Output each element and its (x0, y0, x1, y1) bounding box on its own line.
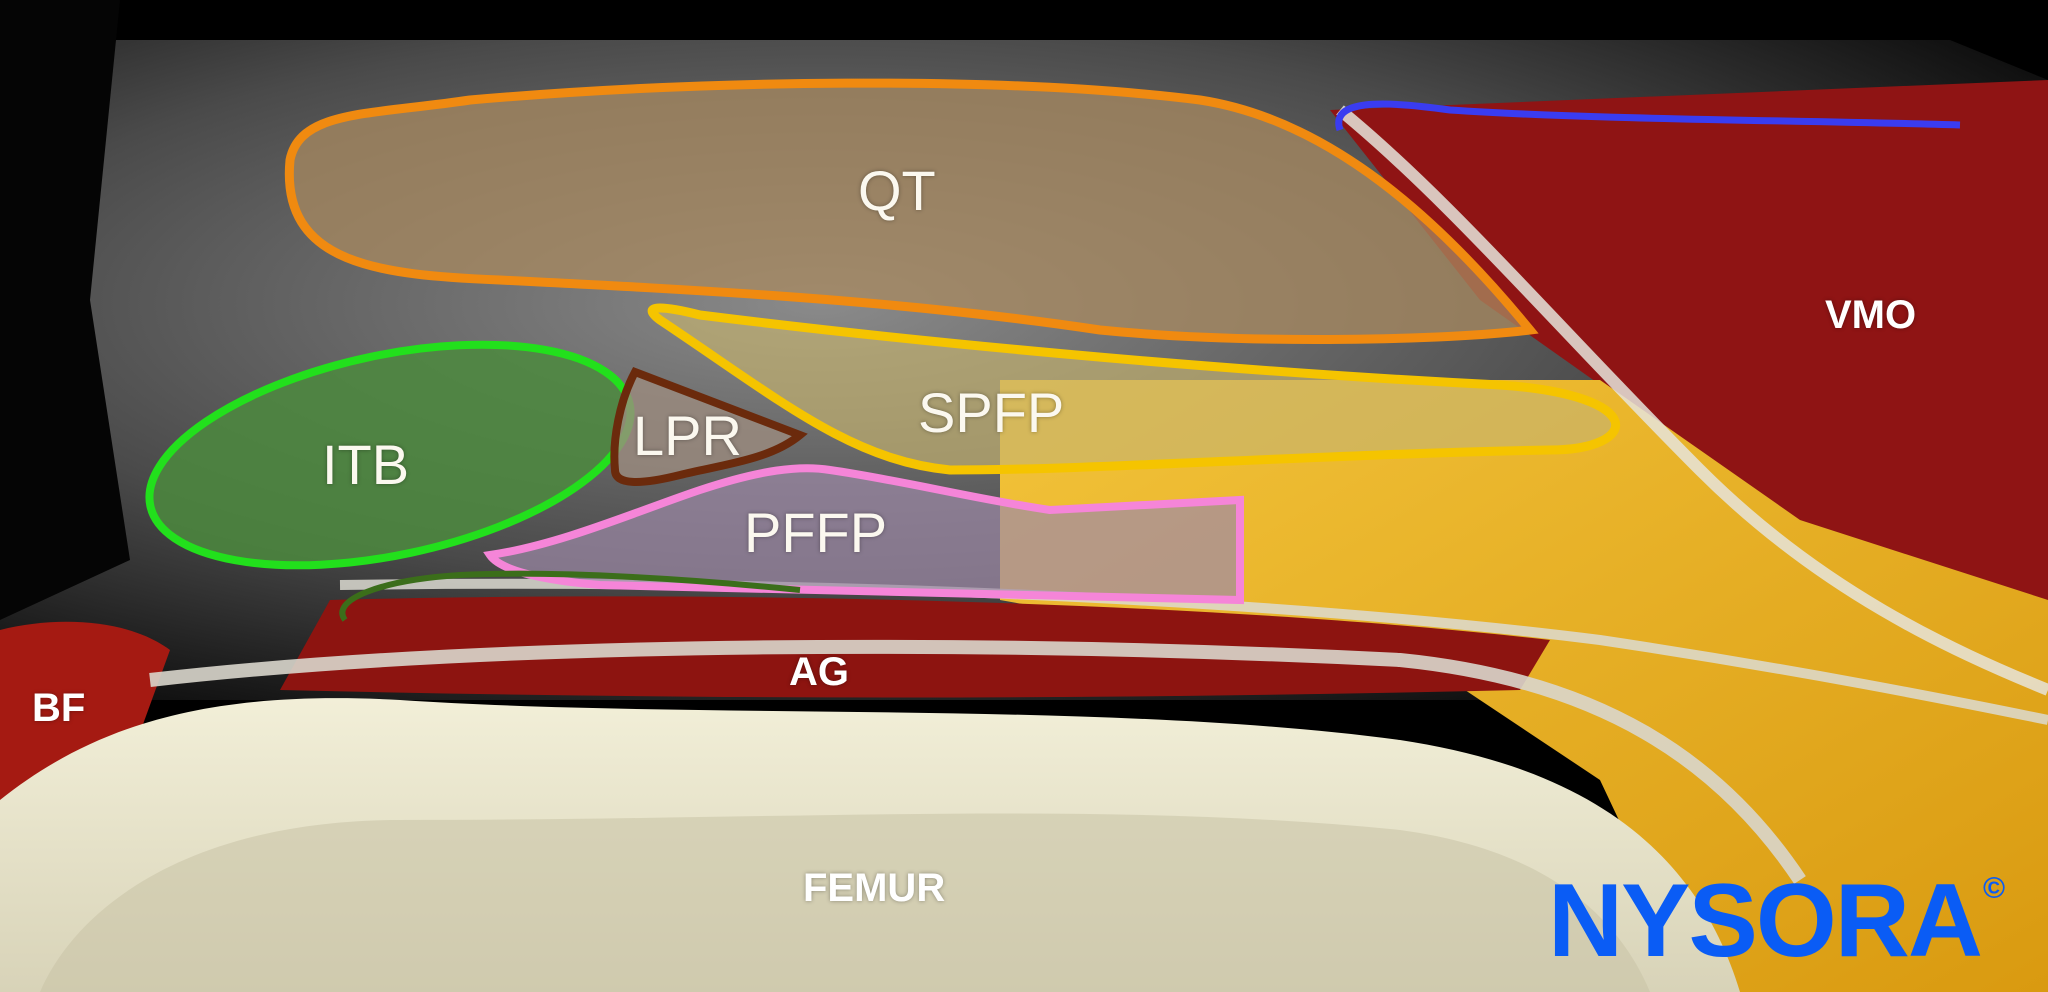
label-spfp: SPFP (918, 381, 1065, 444)
label-lpr: LPR (633, 404, 742, 467)
qt-outline (284, 78, 1539, 344)
label-qt: QT (858, 159, 936, 222)
vmo-outline (1335, 100, 1961, 132)
pffp-outline (483, 464, 1244, 605)
label-femur: FEMUR (803, 866, 946, 910)
copyright-icon: © (1982, 872, 2005, 905)
label-pffp: PFFP (744, 501, 888, 564)
vmo-muscle (1330, 80, 2048, 640)
nysora-logo: NYSORA© (1548, 862, 2005, 981)
label-bf: BF (32, 686, 86, 730)
spfp-outline (647, 303, 1621, 475)
logo-text: NYSORA (1548, 863, 1983, 979)
label-vmo: VMO (1825, 293, 1917, 337)
label-ag: AG (789, 650, 849, 694)
ag-outline (339, 570, 801, 622)
lpr-outline (610, 367, 808, 486)
label-itb: ITB (322, 433, 410, 496)
